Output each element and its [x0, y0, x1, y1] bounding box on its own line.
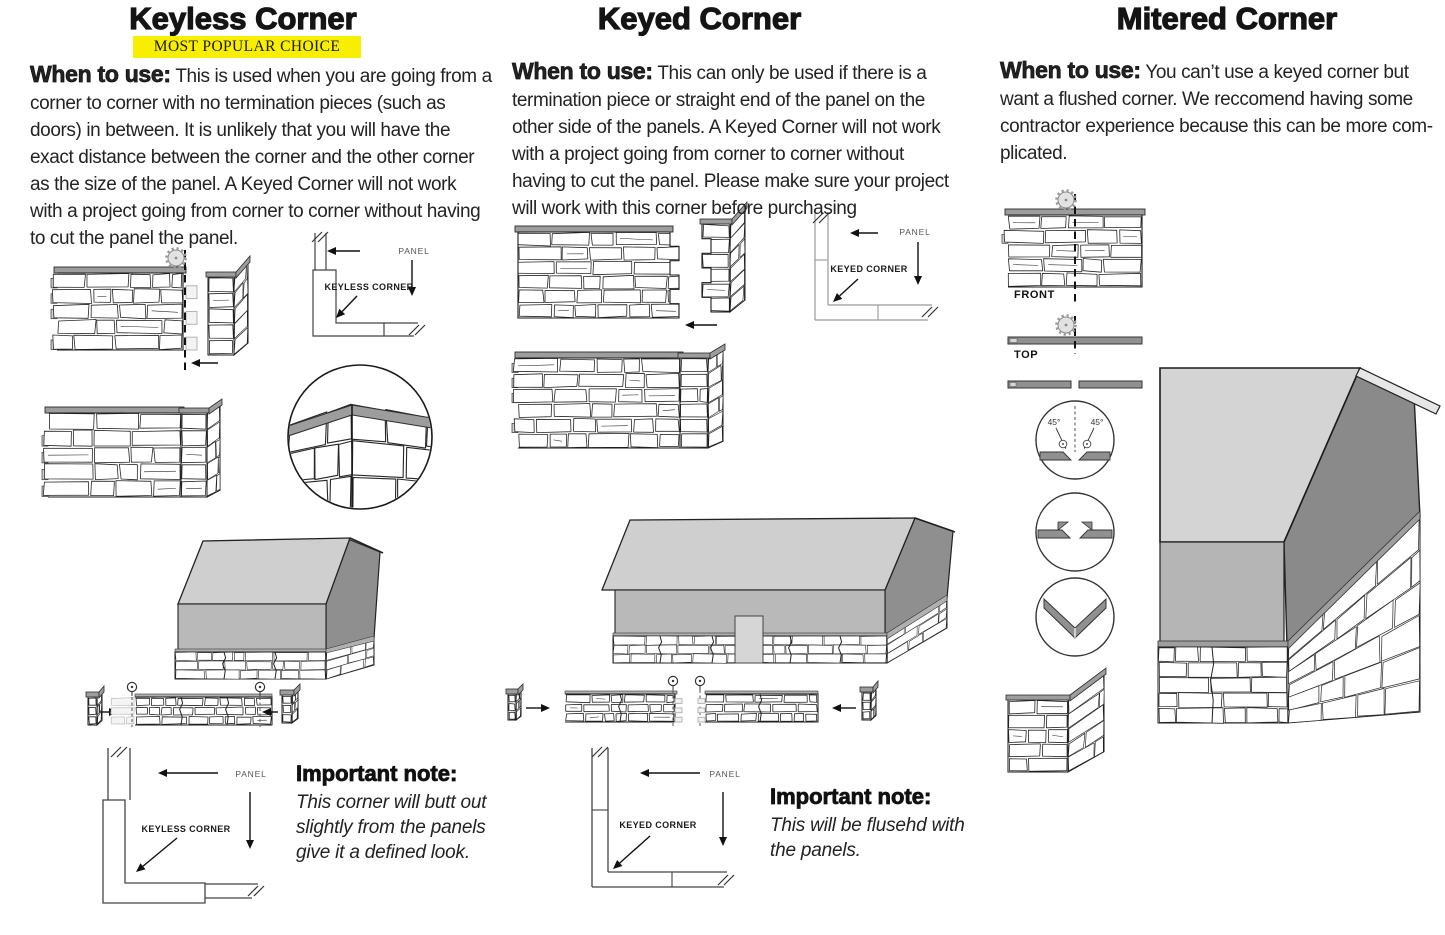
keyless-description: When to use: This is used when you are g…	[30, 61, 492, 252]
mitered-cut-pieces	[1007, 380, 1143, 389]
panel-label: PANEL	[899, 227, 930, 237]
mitered-title: Mitered Corner	[1116, 0, 1338, 36]
keyed-house-illustration	[601, 517, 956, 664]
keyed-wall-with-corner	[511, 343, 726, 449]
keyed-corner-label: KEYED CORNER	[619, 820, 696, 830]
mitered-front-panel: FRONT	[1001, 189, 1146, 302]
keyed-corner-bottom-diagram: PANEL KEYED CORNER	[591, 746, 740, 888]
keyed-when-label: When to use:	[512, 58, 654, 85]
mitered-stone-corner-piece	[1005, 667, 1107, 773]
keyless-when-label: When to use:	[30, 61, 172, 88]
mitered-corner-joint-diagram	[1035, 577, 1115, 657]
keyless-panel-strip	[85, 681, 301, 727]
keyed-note: Important note: This will be flusehd wit…	[770, 784, 980, 863]
top-label: TOP	[1014, 349, 1038, 361]
keyed-title: Keyed Corner	[597, 0, 802, 36]
keyed-panel-strips	[505, 675, 879, 727]
keyless-body-text: This is used when you are going from a c…	[30, 66, 492, 249]
keyless-house-illustration	[174, 537, 384, 680]
keyed-panel-cut-illustration	[514, 200, 748, 329]
keyless-note: Important note: This corner will butt ou…	[296, 761, 514, 865]
keyless-corner-top-diagram: PANEL KEYLESS CORNER	[311, 231, 429, 337]
mitered-house-corner-illustration	[1157, 367, 1441, 724]
keyless-corner-label: KEYLESS CORNER	[141, 824, 230, 834]
panel-label: PANEL	[235, 769, 266, 779]
mitered-when-label: When to use:	[1000, 57, 1142, 84]
mitered-description: When to use: You can’t use a keyed corne…	[1000, 57, 1434, 167]
keyless-corner-label: KEYLESS CORNER	[324, 282, 413, 292]
most-popular-badge: MOST POPULAR CHOICE	[133, 36, 361, 58]
angle-right-label: 45°	[1091, 417, 1104, 427]
panel-label: PANEL	[398, 246, 429, 256]
keyless-corner-closeup-circle	[287, 364, 433, 510]
keyed-corner-top-diagram: PANEL KEYED CORNER	[812, 212, 939, 321]
keyed-body-text: This can only be used if there is a term…	[512, 63, 949, 219]
keyed-note-title: Important note:	[770, 784, 932, 810]
keyed-note-body: This will be flusehd with the panels.	[770, 815, 965, 861]
angle-left-label: 45°	[1048, 417, 1061, 427]
keyed-description: When to use: This can only be used if th…	[512, 58, 960, 222]
keyless-panel-cut-illustration	[50, 247, 251, 374]
panel-label: PANEL	[709, 769, 740, 779]
keyless-note-body: This corner will butt out slightly from …	[296, 792, 487, 863]
keyless-corner-bottom-diagram: PANEL KEYLESS CORNER	[102, 746, 266, 904]
keyless-wall-with-corner	[41, 398, 223, 498]
mitered-45-degree-cut-diagram: 45° 45°	[1035, 400, 1115, 480]
mitered-notch-cut-diagram	[1035, 492, 1115, 572]
keyless-note-title: Important note:	[296, 761, 458, 787]
mitered-body-text: You can’t use a keyed corner but want a …	[1000, 62, 1433, 164]
front-label: FRONT	[1014, 289, 1055, 301]
keyless-title: Keyless Corner	[129, 0, 358, 36]
keyed-corner-label: KEYED CORNER	[830, 264, 907, 274]
mitered-top-view: TOP	[1007, 314, 1143, 361]
